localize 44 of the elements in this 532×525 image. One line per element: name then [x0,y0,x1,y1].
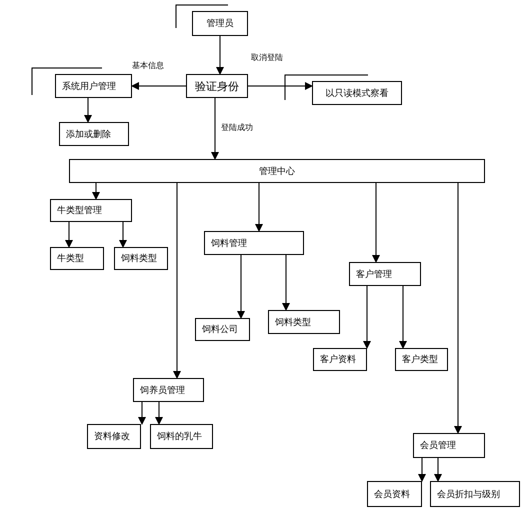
edge-label: 取消登陆 [250,52,284,63]
arrow [372,182,380,263]
arrow [131,82,186,90]
arrow [255,182,263,232]
edge-label: 基本信息 [131,60,165,71]
arrow [434,458,442,482]
arrow [248,82,313,90]
arrow [155,402,163,425]
process-box: 客户类型 [395,348,448,371]
arrow [363,286,371,349]
process-box: 管理员 [192,11,248,36]
arrow [282,254,290,311]
arrow [65,222,73,248]
process-box: 饲料管理 [204,231,304,255]
arrow [454,182,462,434]
edge-label: 登陆成功 [220,122,254,133]
arrow [237,254,245,319]
process-box: 客户管理 [349,262,421,286]
process-box: 以只读模式察看 [312,81,402,105]
process-box: 饲料公司 [195,318,250,341]
arrow [216,36,224,75]
arrow [138,402,146,425]
process-box: 饲料类型 [268,310,340,334]
process-box: 饲料的乳牛 [150,424,213,449]
process-box: 会员管理 [413,433,485,458]
arrow [92,182,100,200]
process-box: 饲料类型 [114,247,168,270]
process-box: 添加或删除 [59,122,129,146]
process-box: 会员折扣与级别 [430,481,520,507]
arrow [418,458,426,482]
process-box: 会员资料 [367,481,422,507]
arrow [399,286,407,349]
process-box: 牛类型 [50,247,104,270]
process-box: 管理中心 [69,159,485,183]
arrow [173,182,181,379]
arrow [119,222,127,248]
process-box: 牛类型管理 [50,199,132,222]
process-box: 系统用户管理 [55,74,132,98]
process-box: 饲养员管理 [133,378,204,402]
arrow [211,98,219,160]
arrow [84,98,92,123]
process-box: 客户资料 [313,348,367,371]
process-box: 资料修改 [87,424,141,449]
process-box: 验证身份 [186,74,248,98]
